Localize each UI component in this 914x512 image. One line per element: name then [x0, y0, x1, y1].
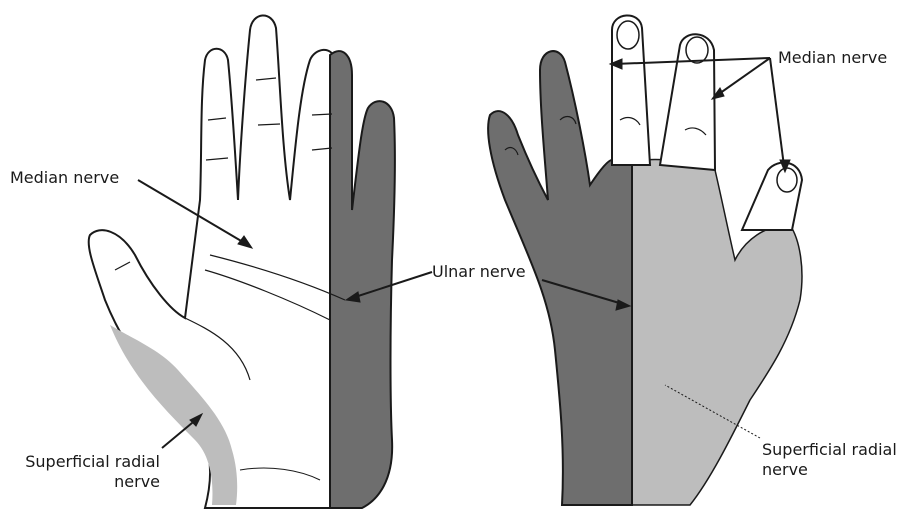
superficial-radial-label-dorsal-line2: nerve: [762, 460, 897, 480]
palmar-hand: [89, 15, 395, 508]
ulnar-nerve-label: Ulnar nerve: [432, 262, 526, 282]
dorsal-hand: [488, 15, 802, 505]
nail: [617, 21, 639, 49]
nail: [777, 168, 797, 192]
ulnar-zone-palmar: [330, 51, 395, 508]
superficial-radial-label-dorsal: Superficial radial nerve: [762, 440, 897, 480]
superficial-radial-label-dorsal-line1: Superficial radial: [762, 440, 897, 460]
superficial-radial-label-palmar: Superficial radial nerve: [6, 452, 160, 492]
nail: [686, 37, 708, 63]
superficial-radial-label-palmar-line1: Superficial radial: [6, 452, 160, 472]
median-nerve-label-dorsal: Median nerve: [778, 48, 887, 68]
median-nerve-label-palmar: Median nerve: [10, 168, 119, 188]
superficial-radial-label-palmar-line2: nerve: [6, 472, 160, 492]
